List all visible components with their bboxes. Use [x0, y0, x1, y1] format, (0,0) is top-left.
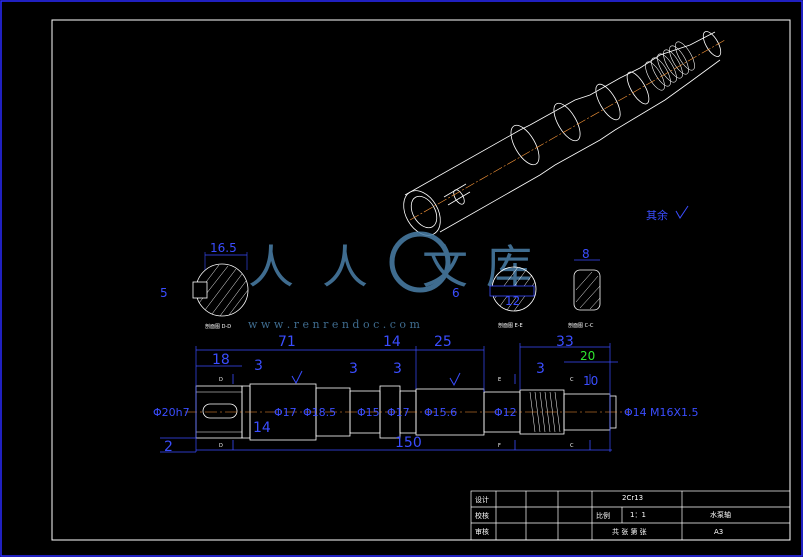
tb-part-name: 水泵轴	[710, 510, 731, 519]
dia-18-5: Φ18.5	[303, 406, 336, 419]
mark-c-bottom: C	[570, 443, 574, 449]
dim-18: 18	[212, 352, 230, 368]
dimension-lines	[160, 343, 618, 453]
section-c-label: 剖面图 C-C	[568, 322, 594, 329]
section-d: 16.5 5 剖面图 D-D	[160, 241, 249, 330]
title-block	[470, 490, 791, 541]
mark-f-bottom: F	[498, 443, 501, 449]
section-d-label: 剖面图 D-D	[205, 323, 231, 330]
dia-14: Φ14	[624, 406, 647, 419]
dia-12: Φ12	[494, 406, 517, 419]
section-e-label: 剖面图 E-E	[498, 322, 523, 329]
isometric-shaft-view	[403, 31, 726, 236]
dia-20h7: Φ20h7	[153, 406, 190, 419]
section-c-width: 8	[582, 247, 590, 261]
dim-71: 71	[278, 334, 296, 350]
tb-scale-value: 1：1	[630, 511, 646, 519]
dim-2: 2	[164, 439, 173, 455]
dim-25: 25	[434, 334, 452, 350]
watermark-url: w w w . r e n r e n d o c . c o m	[248, 318, 420, 331]
tb-approver: 审核	[475, 527, 489, 536]
section-e-width: 12	[505, 294, 520, 308]
dim-groove-10: 10	[583, 374, 598, 388]
dia-15: Φ15	[357, 406, 380, 419]
watermark-char-3: 文	[422, 240, 468, 294]
section-d-height: 5	[160, 286, 168, 300]
dim-groove-3-b: 3	[349, 361, 358, 377]
watermark-char-4: 库	[486, 240, 532, 294]
dim-groove-3-d: 3	[536, 361, 545, 377]
shaft-elevation	[185, 374, 630, 450]
roughness-note: 其余	[646, 208, 668, 222]
mark-d-bottom: D	[219, 443, 223, 449]
mark-c-top: C	[570, 377, 574, 383]
dim-14-bottom: 14	[253, 420, 271, 436]
watermark: 人 人 文 库 w w w . r e n r e n d o c . c o …	[248, 231, 532, 331]
tb-checker: 校核	[475, 511, 489, 520]
dia-15-6: Φ15.6	[424, 406, 457, 419]
tb-scale-label: 比例	[596, 511, 610, 520]
thread-spec: M16X1.5	[650, 406, 699, 419]
watermark-char-1: 人	[248, 240, 294, 294]
watermark-char-2: 人	[322, 240, 368, 294]
section-e: 12 6 剖面图 E-E	[452, 266, 537, 329]
dim-14-top: 14	[383, 334, 401, 350]
dim-20: 20	[580, 349, 595, 363]
inner-frame	[51, 19, 791, 541]
watermark-logo-ring	[389, 231, 451, 293]
dimension-texts: 71 18 3 3 14 3 25 33 20 3 10 14 150 2 Φ2…	[153, 334, 699, 455]
dim-150: 150	[395, 435, 422, 451]
roughness-symbol	[675, 205, 689, 219]
tb-size: A3	[714, 528, 723, 536]
roughness-mark-2	[449, 372, 461, 387]
dim-33: 33	[556, 334, 574, 350]
center-line	[409, 39, 726, 221]
tb-sheets: 共 张 第 张	[612, 527, 647, 536]
keyway-d	[192, 281, 208, 299]
section-c: 8 剖面图 C-C	[568, 247, 601, 329]
mark-e-top: E	[498, 377, 501, 383]
keyway-slot	[202, 403, 238, 419]
tb-designer: 设计	[475, 495, 489, 504]
dia-17-b: Φ17	[387, 406, 410, 419]
tb-material: 2Cr13	[622, 494, 643, 502]
section-d-width: 16.5	[210, 241, 237, 255]
dim-groove-3-a: 3	[254, 358, 263, 374]
roughness-mark-1	[291, 370, 303, 385]
dim-groove-3-c: 3	[393, 361, 402, 377]
dia-17-a: Φ17	[274, 406, 297, 419]
mark-d-top: D	[219, 377, 223, 383]
section-e-height: 6	[452, 286, 460, 300]
